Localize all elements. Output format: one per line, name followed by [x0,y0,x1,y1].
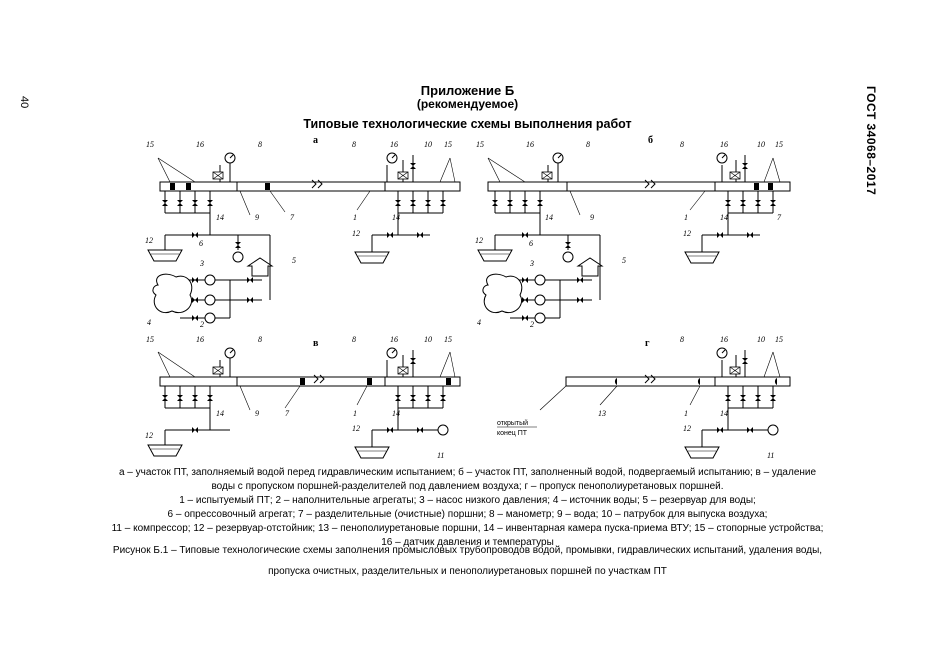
appendix-heading: Приложение Б [420,83,515,98]
legend-line-6: 16 – датчик давления и температуры [381,537,554,548]
panel-label-c: в [313,338,319,349]
svg-text:16: 16 [390,140,398,149]
svg-text:2: 2 [530,320,534,329]
svg-text:14: 14 [392,409,400,418]
svg-text:15: 15 [146,335,154,344]
svg-text:3: 3 [529,259,534,268]
svg-text:10: 10 [424,335,432,344]
svg-text:14: 14 [216,409,224,418]
svg-text:1: 1 [353,409,357,418]
svg-text:1: 1 [684,213,688,222]
scheme-c [159,350,461,447]
svg-text:7: 7 [777,213,782,222]
svg-text:14: 14 [392,213,400,222]
svg-text:15: 15 [775,140,783,149]
svg-text:16: 16 [196,140,204,149]
svg-text:8: 8 [258,140,262,149]
figure-caption-line-1: Рисунок Б.1 – Типовые технологические сх… [112,545,823,556]
svg-text:14: 14 [720,213,728,222]
svg-text:12: 12 [145,431,153,440]
legend-line-1: а – участок ПТ, заполняемый водой перед … [118,467,817,478]
scheme-b [482,155,791,319]
svg-text:16: 16 [720,335,728,344]
svg-text:8: 8 [680,140,684,149]
svg-text:8: 8 [352,335,356,344]
svg-text:10: 10 [424,140,432,149]
svg-text:9: 9 [255,213,259,222]
svg-text:9: 9 [255,409,259,418]
svg-text:8: 8 [352,140,356,149]
svg-text:8: 8 [680,335,684,344]
figure-caption-line-2: пропуска очистных, разделительных и пено… [268,566,667,577]
svg-text:14: 14 [216,213,224,222]
svg-text:9: 9 [590,213,594,222]
valve-icons [162,163,776,433]
legend-line-4: 6 – опрессовочный агрегат; 7 – разделите… [167,509,768,520]
svg-text:8: 8 [258,335,262,344]
svg-text:12: 12 [683,229,691,238]
svg-text:8: 8 [586,140,590,149]
svg-text:16: 16 [526,140,534,149]
svg-text:13: 13 [598,409,606,418]
svg-text:16: 16 [196,335,204,344]
scheme-a [152,155,461,319]
sensor-icons [212,171,741,375]
panel-label-a: а [313,135,318,146]
svg-text:15: 15 [444,140,452,149]
svg-text:6: 6 [529,239,533,248]
open-end-label-line2: конец ПТ [497,430,528,437]
figure-legend: а – участок ПТ, заполняемый водой перед … [60,466,875,550]
page-title: Типовые технологические схемы выполнения… [303,117,632,131]
svg-text:15: 15 [444,335,452,344]
svg-text:7: 7 [290,213,295,222]
svg-text:10: 10 [757,335,765,344]
scheme-d [565,350,791,447]
legend-line-2: воды с пропуском поршней-разделителей по… [211,481,724,492]
panel-label-b: б [648,135,653,146]
svg-text:12: 12 [683,424,691,433]
svg-text:4: 4 [477,318,481,327]
svg-text:16: 16 [720,140,728,149]
svg-text:12: 12 [352,229,360,238]
open-end-label-line1: открытый [497,419,528,427]
svg-text:16: 16 [390,335,398,344]
svg-text:12: 12 [475,236,483,245]
legend-line-5: 11 – компрессор; 12 – резервуар-отстойни… [111,523,824,534]
panel-label-d: г [645,338,650,349]
svg-text:14: 14 [545,213,553,222]
svg-text:1: 1 [353,213,357,222]
svg-text:4: 4 [147,318,151,327]
svg-text:11: 11 [767,451,774,460]
svg-text:5: 5 [292,256,296,265]
svg-text:12: 12 [145,236,153,245]
svg-text:2: 2 [200,320,204,329]
svg-text:15: 15 [146,140,154,149]
svg-text:10: 10 [757,140,765,149]
appendix-status: (рекомендуемое) [416,97,519,111]
svg-text:5: 5 [622,256,626,265]
svg-text:15: 15 [476,140,484,149]
svg-text:15: 15 [775,335,783,344]
svg-text:7: 7 [285,409,290,418]
svg-text:3: 3 [199,259,204,268]
legend-line-3: 1 – испытуемый ПТ; 2 – наполнительные аг… [179,495,756,506]
svg-text:12: 12 [352,424,360,433]
svg-text:6: 6 [199,239,203,248]
svg-text:11: 11 [437,451,444,460]
standard-designation: ГОСТ 34068–2017 [864,86,878,196]
svg-text:1: 1 [684,409,688,418]
svg-text:14: 14 [720,409,728,418]
